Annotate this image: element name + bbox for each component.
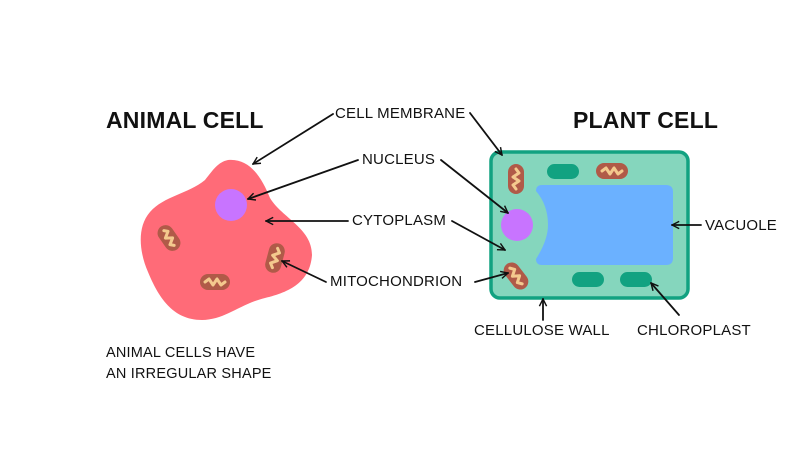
- label-chloroplast: CHLOROPLAST: [637, 322, 751, 339]
- arrow-mitochondrion-animal: [282, 260, 327, 283]
- arrow-membrane-plant: [469, 112, 502, 155]
- label-vacuole: VACUOLE: [705, 217, 777, 234]
- plant-nucleus: [501, 209, 533, 241]
- animal-mitochondrion-1: [157, 225, 181, 251]
- animal-cell-title: ANIMAL CELL: [106, 107, 264, 133]
- label-cell-membrane: CELL MEMBRANE: [335, 105, 466, 122]
- arrow-chloroplast: [651, 283, 680, 316]
- plant-vacuole: [536, 185, 673, 265]
- arrow-nucleus-animal: [248, 159, 359, 199]
- animal-mitochondrion-2: [265, 243, 285, 273]
- arrow-cytoplasm-plant: [451, 220, 505, 251]
- plant-chloroplast-1: [547, 164, 579, 179]
- plant-mitochondrion-3: [503, 262, 529, 290]
- animal-cell-body: [140, 159, 312, 320]
- label-cytoplasm: CYTOPLASM: [352, 212, 447, 229]
- arrow-mitochondrion-plant: [474, 273, 508, 283]
- note-line-2: AN IRREGULAR SHAPE: [106, 366, 272, 382]
- animal-nucleus: [215, 189, 247, 221]
- plant-cell-title: PLANT CELL: [573, 107, 719, 133]
- label-nucleus: NUCLEUS: [362, 151, 436, 168]
- note-line-1: ANIMAL CELLS HAVE: [106, 345, 256, 361]
- animal-shape-note: ANIMAL CELLS HAVE AN IRREGULAR SHAPE: [106, 343, 272, 385]
- plant-chloroplast-3: [620, 272, 652, 287]
- animal-mitochondrion-3: [200, 274, 230, 290]
- label-mitochondrion: MITOCHONDRION: [330, 273, 463, 290]
- arrow-nucleus-plant: [440, 159, 508, 213]
- arrow-membrane-animal: [253, 113, 334, 165]
- plant-mitochondrion-2: [596, 163, 628, 179]
- plant-mitochondrion-1: [508, 164, 524, 194]
- label-cellulose-wall: CELLULOSE WALL: [474, 322, 610, 339]
- plant-chloroplast-2: [572, 272, 604, 287]
